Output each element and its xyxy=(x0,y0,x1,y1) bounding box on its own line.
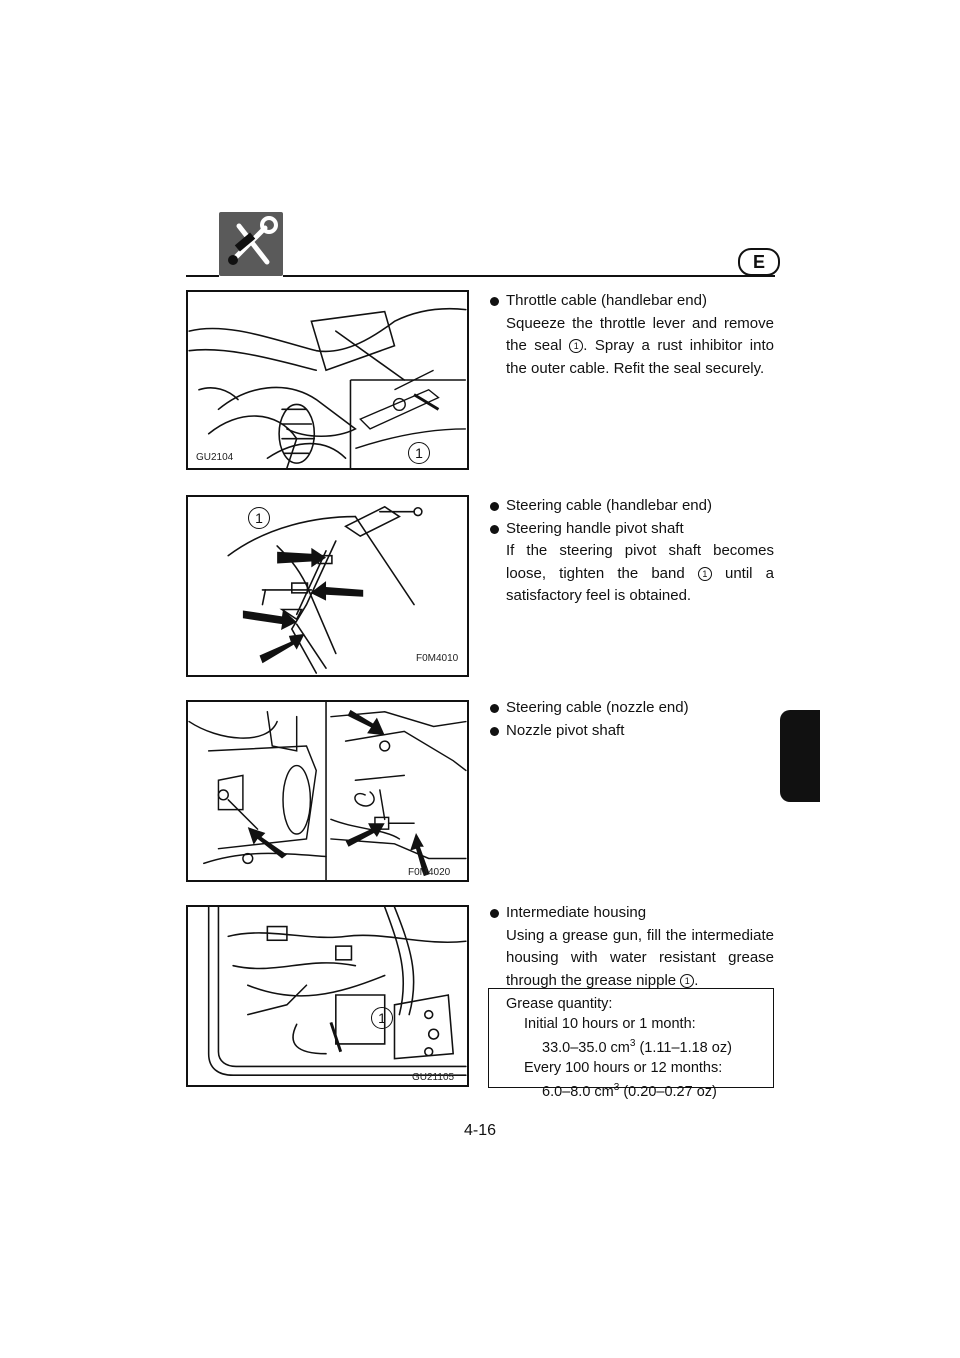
grease-quantity-box: Grease quantity: Initial 10 hours or 1 m… xyxy=(488,988,774,1100)
throttle-instruction: Squeeze the throttle lever and remove th… xyxy=(506,314,774,377)
grease-periodic-value: 6.0–8.0 cm3 (0.20–0.27 oz) xyxy=(542,1081,717,1100)
figure-code: GU21105 xyxy=(412,1072,455,1083)
header-rule-right xyxy=(283,275,775,277)
section-nozzle: Steering cable (nozzle end) Nozzle pivot… xyxy=(490,697,774,742)
figure-throttle-cable: GU2104 1 xyxy=(186,290,469,470)
figure-code: F0M4010 xyxy=(416,653,459,664)
figure-nozzle: F0M4020 xyxy=(186,700,469,882)
bullet-steering-cable: Steering cable (handlebar end) xyxy=(490,495,774,518)
figure-code: GU2104 xyxy=(196,452,234,463)
ref-number-1: 1 xyxy=(697,566,712,581)
figure-intermediate-housing: GU21105 1 xyxy=(186,905,469,1087)
grease-initial-label: Initial 10 hours or 1 month: xyxy=(524,1016,696,1032)
bullet-throttle-cable: Throttle cable (handlebar end) xyxy=(490,290,774,313)
ref-number-1: 1 xyxy=(680,973,695,988)
callout-1: 1 xyxy=(408,442,430,464)
grease-title: Grease quantity: xyxy=(506,996,613,1012)
housing-instruction: Using a grease gun, fill the intermediat… xyxy=(506,926,774,989)
grease-initial-value: 33.0–35.0 cm3 (1.11–1.18 oz) xyxy=(542,1038,732,1056)
section-intermediate-housing: Intermediate housing Using a grease gun,… xyxy=(490,902,774,992)
figure-code: F0M4020 xyxy=(408,867,451,878)
steering-instruction: If the steering pivot shaft becomes loos… xyxy=(506,542,774,604)
bullet-intermediate-housing: Intermediate housing xyxy=(490,902,774,925)
figure-steering-cable: F0M4010 1 xyxy=(186,495,469,677)
language-badge: E xyxy=(738,248,780,276)
bullet-nozzle-pivot: Nozzle pivot shaft xyxy=(490,720,774,743)
section-throttle-cable: Throttle cable (handlebar end) Squeeze t… xyxy=(490,290,774,380)
nozzle-illustration xyxy=(188,702,467,880)
bullet-nozzle-cable: Steering cable (nozzle end) xyxy=(490,697,774,720)
wrench-screwdriver-icon xyxy=(219,212,283,276)
callout-1: 1 xyxy=(371,1007,393,1029)
grease-periodic-label: Every 100 hours or 12 months: xyxy=(524,1059,723,1076)
ref-number-1: 1 xyxy=(569,339,584,353)
throttle-cable-illustration xyxy=(188,307,467,468)
chapter-tab xyxy=(780,710,820,802)
page-number: 4-16 xyxy=(463,1122,497,1139)
callout-1: 1 xyxy=(248,507,270,529)
steering-cable-illustration xyxy=(227,505,423,674)
header-rule-left xyxy=(186,275,219,277)
bullet-steering-pivot: Steering handle pivot shaft xyxy=(490,518,774,541)
intermediate-housing-illustration xyxy=(207,907,467,1077)
section-steering-cable: Steering cable (handlebar end) Steering … xyxy=(490,495,774,608)
